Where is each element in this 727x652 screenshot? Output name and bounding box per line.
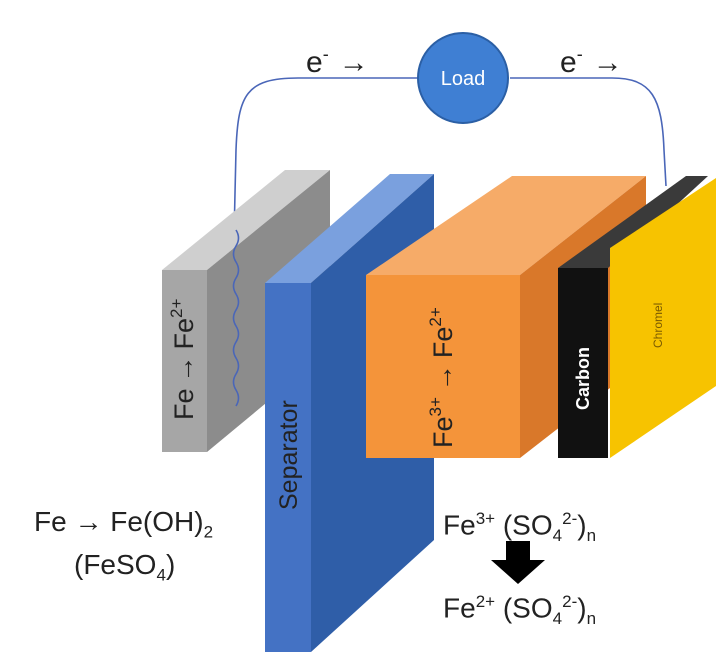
carbon-front <box>558 268 608 458</box>
electron-flow-left: e-→ <box>306 44 369 79</box>
anode-reaction: Fe→Fe2+ <box>167 299 199 420</box>
carbon-electrode: Carbon <box>558 176 708 458</box>
anode-product: (FeSO4) <box>74 549 176 585</box>
catholyte-reaction: Fe3+→Fe2+ <box>426 307 458 448</box>
catholyte-front <box>366 275 520 458</box>
separator-front <box>265 283 311 652</box>
down-arrow-icon <box>491 541 545 584</box>
load-label: Load <box>441 68 486 90</box>
chromel-label: Chromel <box>651 303 665 348</box>
separator-top <box>265 174 434 283</box>
catholyte-top <box>366 176 646 275</box>
catholyte-equation-bottom: Fe2+ (SO42-)n <box>443 592 597 628</box>
electron-flow-right: e-→ <box>560 44 623 79</box>
carbon-label: Carbon <box>573 347 593 410</box>
separator-label: Separator <box>275 400 303 510</box>
anode-top <box>162 170 330 270</box>
catholyte-equation-top: Fe3+ (SO42-)n <box>443 509 597 545</box>
chromel-front <box>610 178 716 458</box>
chromel-plate: Chromel <box>610 178 716 458</box>
anode-front <box>162 270 207 452</box>
load-circle <box>417 32 509 124</box>
carbon-top <box>558 176 708 268</box>
anode-wire <box>232 229 240 407</box>
anode-equation: Fe → Fe(OH)2 <box>34 506 214 542</box>
